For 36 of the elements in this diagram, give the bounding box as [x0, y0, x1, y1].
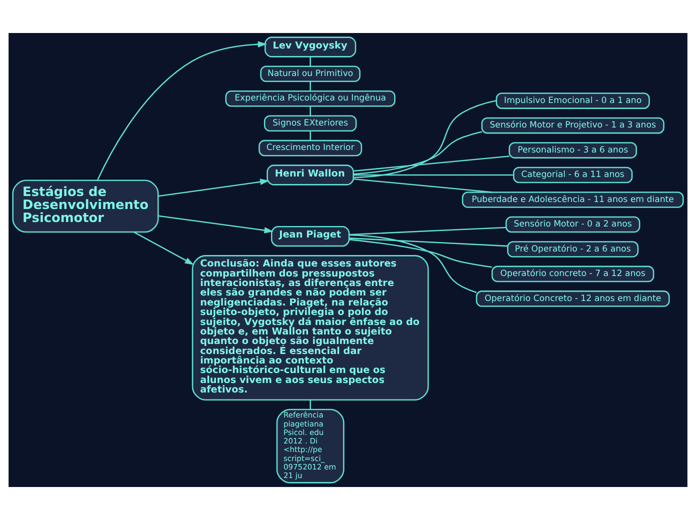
arrow	[134, 232, 194, 265]
connector	[354, 174, 514, 176]
arrow	[158, 178, 270, 197]
connector	[349, 226, 506, 236]
connector	[353, 100, 496, 178]
node-box: Jean Piaget	[270, 226, 350, 247]
node-box: Estágios de Desenvolvimento Psicomotor	[12, 180, 159, 233]
connector	[350, 238, 492, 268]
connector	[354, 131, 482, 175]
node-box: Personalismo - 3 a 6 anos	[508, 142, 637, 158]
node-box: Sensório Motor e Projetivo - 1 a 3 anos	[481, 117, 664, 134]
node-box: Henri Wallon	[266, 164, 354, 186]
node-box: Operatório Concreto - 12 anos em diante	[476, 290, 670, 307]
node-box: Lev Vygoysky	[264, 36, 356, 58]
connector	[349, 238, 508, 247]
connector	[353, 156, 510, 172]
connector	[310, 106, 311, 116]
node-box: Experiência Psicológica ou Ingênua	[225, 90, 396, 107]
arrow	[96, 41, 267, 181]
connector	[350, 234, 477, 294]
node-box: Signos EXteriores	[264, 115, 357, 132]
node-box: Categorial - 6 a 11 anos	[513, 166, 633, 184]
connector	[310, 400, 311, 410]
arrow	[158, 215, 274, 234]
connector	[310, 131, 311, 140]
node-box: Puberdade e Adolescência - 11 anos em diante	[462, 192, 684, 208]
node-box: Conclusão: Ainda que esses autores compartilhem dos pressupostos interacionistas, as diferenças entre eles são grandes e não podem ser negligenciadas. Piaget, na relação sujeito-objeto, privilegia o polo do sujeito, Vygotsky dá maior ênfase ao do objeto e, em Wallon tanto o sujeito quanto o objeto são igualmente considerados. É essencial dar importância ao contexto sócio-histórico-cultural em que os alunos vivem e aos seus aspectos afetivos.	[192, 255, 429, 400]
node-box: Operatório concreto - 7 a 12 anos	[492, 266, 654, 282]
connector	[353, 178, 492, 193]
node-box: Crescimento Interior	[258, 140, 362, 156]
node-box: Impulsivo Emocional - 0 a 1 ano	[496, 92, 650, 109]
node-box: Pré Operatório - 2 a 6 anos	[507, 241, 639, 258]
node-box: Natural ou Primitivo	[260, 66, 360, 82]
node-box: Sensório Motor - 0 a 2 anos	[506, 216, 640, 233]
connector	[310, 82, 311, 91]
connector	[310, 56, 311, 66]
